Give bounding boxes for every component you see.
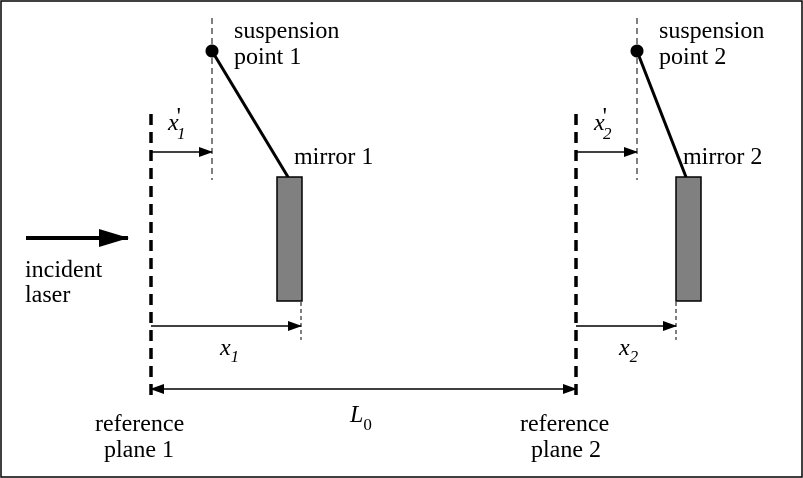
incident-laser-label-line1: incident: [25, 257, 103, 283]
suspension-point-2-label-line1: suspension: [659, 18, 764, 44]
mirror-1: [276, 176, 303, 302]
x2-label: x2: [618, 335, 639, 366]
mirror-1-label: mirror 1: [294, 144, 373, 170]
L0-label: L0: [349, 402, 372, 434]
reference-plane-2-label-line2: plane 2: [531, 437, 601, 463]
suspension-point-1-label-line2: point 1: [234, 44, 301, 70]
x1-prime-label: x'1: [167, 104, 185, 143]
x2-prime-label: x'2: [593, 104, 612, 143]
pendulum-wire-1: [210, 50, 290, 178]
reference-plane-1-label-line1: reference: [95, 411, 184, 437]
pendulum-wire-2: [635, 50, 688, 178]
mirror-2-label: mirror 2: [683, 144, 762, 170]
reference-plane-1-label-line2: plane 1: [104, 437, 174, 463]
x1-label: x1: [219, 335, 239, 366]
reference-plane-2-label-line1: reference: [520, 411, 609, 437]
mirror-2: [675, 176, 702, 302]
suspension-point-2-label-line2: point 2: [659, 44, 726, 70]
suspension-point-1-label-line1: suspension: [234, 18, 339, 44]
incident-laser-label-line2: laser: [25, 282, 70, 308]
